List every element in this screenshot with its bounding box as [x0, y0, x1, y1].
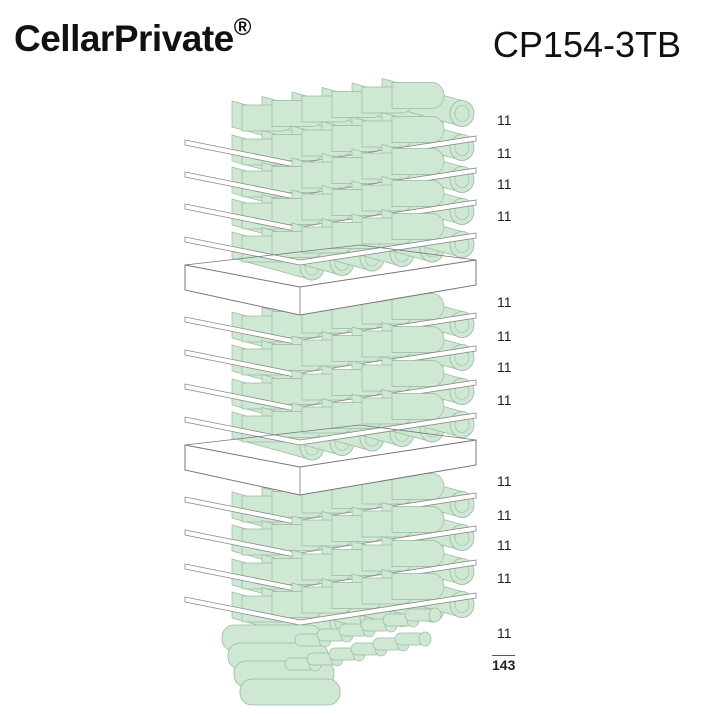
bottle	[391, 540, 445, 567]
total-capacity: 143	[492, 655, 516, 673]
bottle-punt	[454, 105, 470, 122]
bottle	[391, 326, 445, 353]
shelf-rail	[184, 412, 477, 446]
shelf-count: 11	[497, 294, 512, 310]
bottle	[391, 213, 445, 240]
brand-logo: CellarPrivate®	[14, 14, 251, 60]
zone-divider-edge	[184, 424, 477, 446]
shelf-count: 11	[497, 507, 512, 523]
shelf-count: 11	[497, 328, 512, 344]
brand-name: CellarPrivate	[14, 18, 234, 59]
bottle-neck-end	[428, 607, 442, 623]
bottle	[391, 506, 445, 533]
shelf-count: 11	[497, 145, 512, 161]
bottle-neck-end	[418, 631, 432, 647]
shelf-count: 11	[497, 537, 512, 553]
bottle	[391, 360, 445, 387]
shelf-count: 11	[497, 570, 512, 586]
bottle	[391, 116, 445, 143]
shelf-count: 11	[497, 208, 512, 224]
bottle	[391, 148, 445, 175]
bottle	[391, 82, 445, 109]
bottle	[391, 393, 445, 420]
bottle-end	[449, 100, 475, 127]
registered-mark: ®	[233, 14, 252, 41]
shelf-count: 11	[497, 176, 512, 192]
zone-divider-edge	[184, 244, 477, 266]
shelf-count: 11	[497, 392, 512, 408]
shelf-rail	[184, 232, 477, 266]
bottle	[391, 180, 445, 207]
bottom-bottle	[239, 678, 341, 706]
shelf-rail	[184, 592, 477, 626]
bottle	[391, 573, 445, 600]
model-number: CP154-3TB	[492, 24, 681, 65]
shelf-count: 11	[497, 625, 512, 641]
shelf-count: 11	[497, 473, 512, 489]
shelf-count: 11	[497, 112, 512, 128]
shelf-count: 11	[497, 359, 512, 375]
